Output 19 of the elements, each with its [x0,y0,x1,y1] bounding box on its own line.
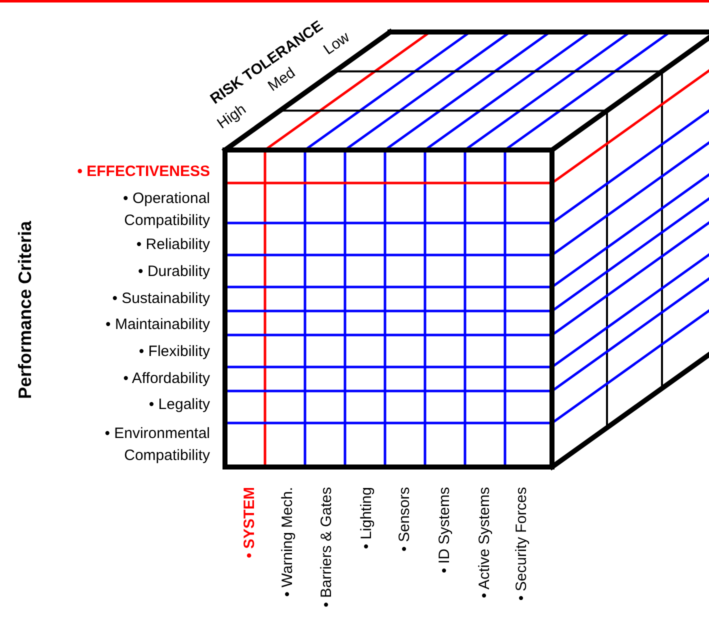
criterion-label: • Operational Compatibility [122,189,210,231]
system-label: • Sensors [396,487,414,552]
criterion-label: • Maintainability [106,316,210,334]
criterion-label: • Flexibility [138,343,210,361]
criterion-label: • Sustainability [112,290,210,308]
system-label: • Active Systems [476,487,494,598]
criterion-label: • EFFECTIVENESS [77,163,210,181]
system-label: • ID Systems [436,487,454,574]
criterion-label: • Legality [148,396,210,414]
criterion-label: • Environmental Compatibility [104,424,210,466]
system-label: • Barriers & Gates [318,487,336,608]
system-label: • SYSTEM [241,487,259,558]
system-label: • Security Forces [513,487,531,601]
criterion-label: • Affordability [123,370,210,388]
system-label: • Warning Mech. [279,487,297,597]
criterion-label: • Durability [138,263,210,281]
axis-title: Performance Criteria [16,220,34,400]
criterion-label: • Reliability [136,236,210,254]
system-label: • Lighting [358,487,376,549]
